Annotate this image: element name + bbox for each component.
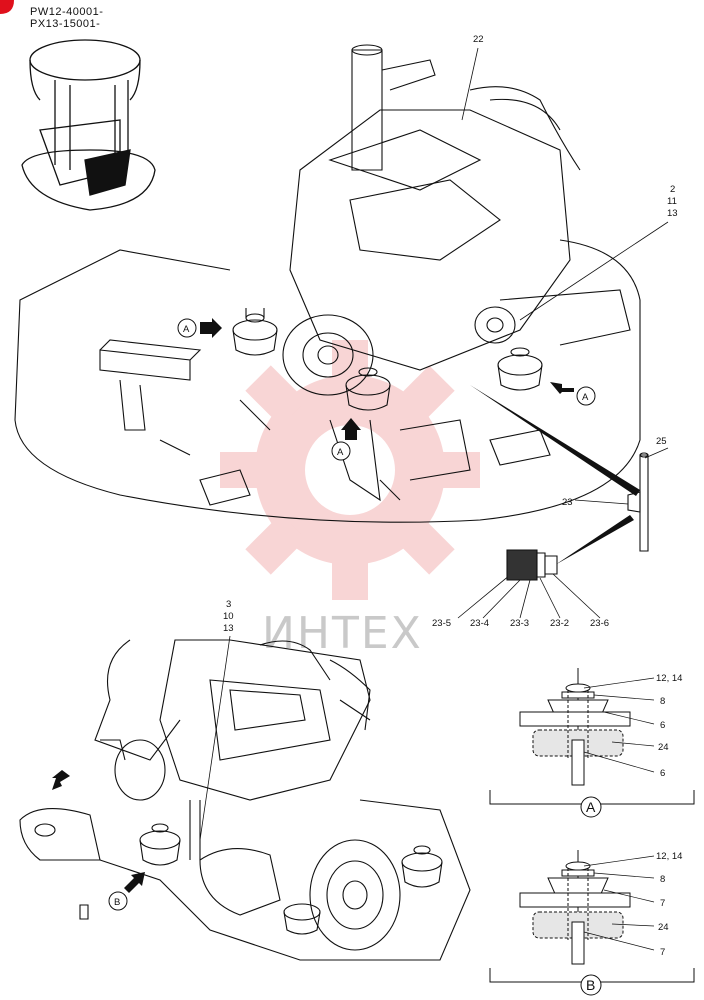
detail-pointer-lower xyxy=(555,515,634,565)
view-marker-A-center: A xyxy=(332,418,361,460)
detail-A-label: A xyxy=(586,799,596,815)
arrow-up-icon xyxy=(341,418,361,440)
part-23-assembly xyxy=(507,550,557,580)
arrow-left-icon xyxy=(550,382,574,394)
callout-2: 2 xyxy=(670,184,675,195)
detail-B xyxy=(490,850,694,982)
callout-13: 13 xyxy=(667,208,678,219)
detail-A-part-3: 6 xyxy=(660,720,665,731)
detail-B-label: B xyxy=(586,977,595,993)
leader-3-10-13 xyxy=(200,636,230,840)
detail-B-badge xyxy=(581,975,601,995)
callout-23-2: 23-2 xyxy=(550,618,569,629)
arrow-left-icon xyxy=(52,770,70,790)
mount-top-right xyxy=(498,348,542,390)
detail-A-part-5: 6 xyxy=(660,768,665,779)
svg-text:A: A xyxy=(183,324,190,335)
detail-A-part-4: 24 xyxy=(658,742,669,753)
svg-text:A: A xyxy=(337,447,344,458)
view-marker-A-left: A xyxy=(178,318,222,338)
callout-23: 23 xyxy=(562,497,573,508)
detail-A-part-2: 8 xyxy=(660,696,665,707)
mount-bottom-front xyxy=(284,904,320,934)
mount-top-left xyxy=(233,308,277,355)
detail-B-part-1: 12, 14 xyxy=(656,851,682,862)
callout-10: 10 xyxy=(223,611,234,622)
detail-A-leaders xyxy=(584,678,654,772)
detail-B-part-4: 24 xyxy=(658,922,669,933)
detail-pointer-upper xyxy=(470,385,640,496)
svg-text:A: A xyxy=(582,392,589,403)
callout-3: 3 xyxy=(226,599,231,610)
callout-23-3: 23-3 xyxy=(510,618,529,629)
corner-badge xyxy=(0,0,14,14)
detail-A xyxy=(490,668,694,804)
detail-B-leaders xyxy=(584,856,654,950)
mount-bottom-left xyxy=(140,824,180,865)
watermark-gear-logo xyxy=(220,340,480,600)
detail-A-part-1: 12, 14 xyxy=(656,673,682,684)
callout-23-5: 23-5 xyxy=(432,618,451,629)
part-25-rod xyxy=(628,453,648,551)
arrow-up-icon xyxy=(124,872,145,893)
callout-25: 25 xyxy=(656,436,667,447)
arrow-right-icon xyxy=(200,318,222,338)
serial-number-1: PW12-40001- xyxy=(30,6,104,18)
machine-location-inset xyxy=(22,40,155,210)
detail-B-part-3: 7 xyxy=(660,898,665,909)
detail-B-part-2: 8 xyxy=(660,874,665,885)
callout-22: 22 xyxy=(473,34,484,45)
serial-number-2: PX13-15001- xyxy=(30,18,101,30)
view-marker-A-right: A xyxy=(550,382,595,405)
callout-23-4: 23-4 xyxy=(470,618,489,629)
upper-leader-lines xyxy=(458,48,668,618)
detail-B-part-5: 7 xyxy=(660,947,665,958)
callout-11: 11 xyxy=(667,196,677,207)
mount-top-center xyxy=(346,368,390,410)
svg-text:B: B xyxy=(114,897,120,908)
callout-13-lower: 13 xyxy=(223,623,234,634)
callout-23-6: 23-6 xyxy=(590,618,609,629)
upper-frame-drawing xyxy=(15,45,640,522)
watermark-text: ИНТЕХ xyxy=(262,608,423,659)
lower-engine-drawing xyxy=(20,640,470,960)
detail-A-badge xyxy=(581,797,601,817)
mount-bottom-right xyxy=(402,846,442,887)
view-marker-B: B xyxy=(109,872,145,910)
